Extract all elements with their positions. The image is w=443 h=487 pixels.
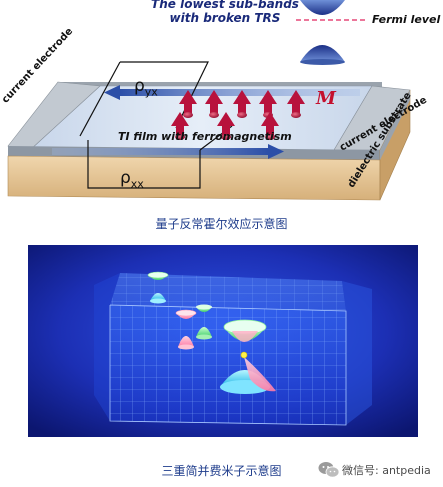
rho-xx-label: ρxx xyxy=(120,168,144,190)
spin-arrow xyxy=(205,90,223,118)
fermion-cone-2 xyxy=(175,309,197,350)
electrode-side xyxy=(380,90,410,160)
edge-current-back-head xyxy=(104,85,120,100)
rho-xx-symbol: ρ xyxy=(120,168,131,188)
watermark: 微信号: antpedia xyxy=(318,460,443,480)
rho-yx-wire-left xyxy=(79,61,121,137)
qah-diagram: The lowest sub-bands with broken TRS Fer… xyxy=(0,0,443,231)
band-title-line-2: with broken TRS xyxy=(169,11,281,25)
spin-arrow xyxy=(171,112,189,140)
triple-fermion-illustration xyxy=(28,245,418,437)
triple-fermion-caption: 三重简并费米子示意图 xyxy=(161,464,282,478)
qah-illustration xyxy=(7,0,411,201)
band-title-line-1: The lowest sub-bands xyxy=(151,0,299,11)
qah-caption: 量子反常霍尔效应示意图 xyxy=(155,217,288,231)
magnetization-label: M xyxy=(316,88,336,109)
fermi-level-label: Fermi level xyxy=(372,13,441,26)
watermark-text: 微信号: antpedia xyxy=(342,464,431,477)
edge-current-back xyxy=(120,89,360,96)
band-title: The lowest sub-bands with broken TRS xyxy=(150,0,300,25)
spin-arrow xyxy=(179,90,197,118)
rho-yx-symbol: ρ xyxy=(134,76,145,96)
lattice-box xyxy=(94,273,372,426)
film-label: TI film with ferromagnetism xyxy=(118,130,292,143)
fermion-cone-3 xyxy=(196,304,212,340)
band-cones xyxy=(300,0,345,65)
spin-arrow xyxy=(261,112,279,140)
wechat-icon xyxy=(318,462,340,478)
spin-arrow xyxy=(233,90,251,118)
spin-arrow xyxy=(287,90,305,118)
fermion-cone-4 xyxy=(220,319,276,394)
rho-xx-subscript: xx xyxy=(130,177,144,191)
dielectric-substrate xyxy=(7,155,381,201)
rho-yx-subscript: yx xyxy=(144,85,158,99)
rho-xx-wire xyxy=(87,140,201,189)
triple-fermion-diagram: 三重简并费米子示意图 xyxy=(0,245,443,478)
edge-current-front-head xyxy=(268,144,284,159)
edge-current-front xyxy=(52,148,268,155)
magnetization-arrows xyxy=(171,90,305,140)
spin-arrow xyxy=(217,112,235,140)
fermion-cone-1 xyxy=(147,271,169,304)
rho-yx-label: ρyx xyxy=(134,76,158,98)
